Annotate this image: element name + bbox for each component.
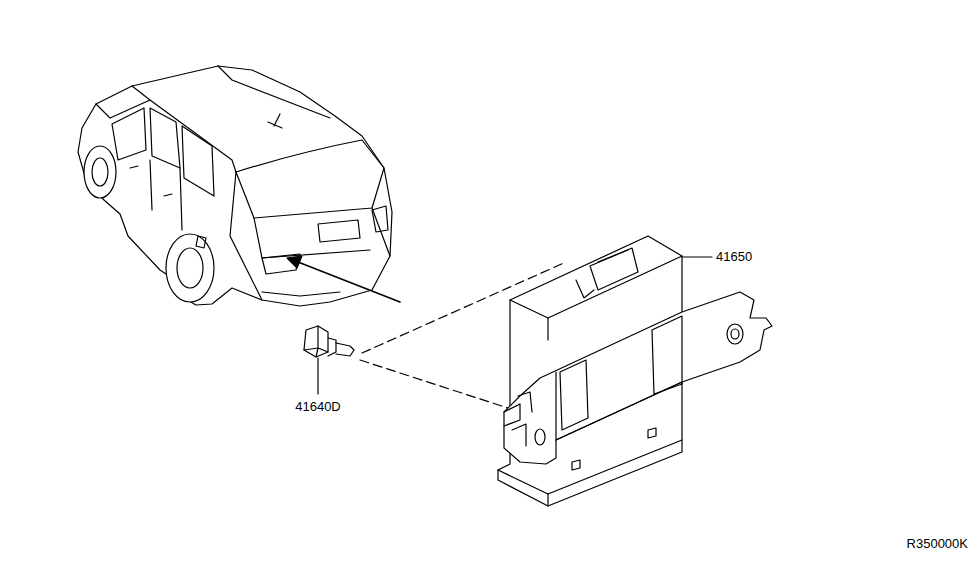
diagram-code: R350000K bbox=[907, 537, 968, 550]
leader-line bbox=[682, 256, 712, 257]
part-number: 41650 bbox=[716, 250, 752, 263]
location-arrow bbox=[298, 262, 400, 302]
vehicle-drawing bbox=[78, 66, 392, 306]
alignment-line bbox=[360, 360, 514, 410]
leader-line bbox=[317, 358, 318, 394]
part-number: 41640D bbox=[295, 400, 341, 413]
bolt-drawing bbox=[304, 326, 354, 357]
arrow-head bbox=[287, 256, 302, 268]
bracket-drawing bbox=[504, 292, 772, 464]
